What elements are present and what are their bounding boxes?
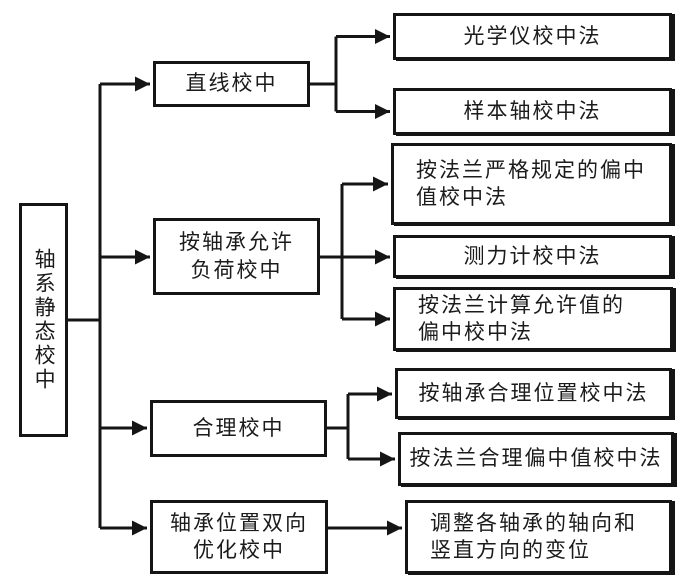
node-optical-instrument-method: 光学仪校中法 <box>393 13 672 60</box>
node-bearing-position-optimization-alignment: 轴承位置双向 优化校中 <box>150 500 328 574</box>
node-adjust-bearing-axial-vertical-displacement: 调整各轴承的轴向和 竖直方向的变位 <box>405 500 672 574</box>
branch-rational-connector <box>327 386 395 467</box>
node-flange-strict-offset-method: 按法兰严格规定的偏中 值校中法 <box>391 143 672 225</box>
node-sample-shaft-method: 样本轴校中法 <box>393 88 672 135</box>
node-flange-rational-offset-method: 按法兰合理偏中值校中法 <box>398 432 674 486</box>
branch-bearing-load-connector <box>320 176 390 327</box>
node-straight-line-alignment: 直线校中 <box>153 61 310 107</box>
node-bearing-allowable-load-alignment: 按轴承允许 负荷校中 <box>153 218 320 295</box>
node-dynamometer-method: 测力计校中法 <box>393 235 672 278</box>
node-shafting-static-alignment: 轴系静态校中 <box>19 203 68 437</box>
node-bearing-rational-position-method: 按轴承合理位置校中法 <box>395 368 672 419</box>
node-rational-alignment: 合理校中 <box>150 400 327 457</box>
trunk-connector <box>68 76 150 536</box>
branch-straight-line-connector <box>310 29 390 119</box>
node-flange-calculated-allowable-offset-method: 按法兰计算允许值的 偏中校中法 <box>393 287 673 351</box>
